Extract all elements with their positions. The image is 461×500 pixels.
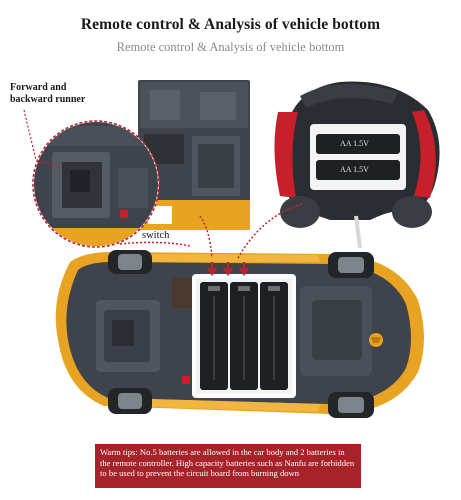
wheel-rear-left xyxy=(328,252,374,278)
car-underside xyxy=(55,250,424,418)
car-battery-compartment xyxy=(192,274,296,398)
page-subtitle: Remote control & Analysis of vehicle bot… xyxy=(116,40,345,54)
remote-battery-label-1: AA 1.5V xyxy=(340,139,369,148)
zoom-circle-runner xyxy=(32,120,160,248)
page-title: Remote control & Analysis of vehicle bot… xyxy=(80,16,381,33)
remote-controller xyxy=(274,81,440,249)
wheel-front-right xyxy=(108,388,152,414)
wheel-rear-right xyxy=(328,392,374,418)
remote-battery-compartment xyxy=(310,124,406,190)
callout-forward-runner: Forward and backward runner xyxy=(10,82,86,105)
switch-marker xyxy=(182,376,190,384)
callout-switch: switch xyxy=(142,230,170,241)
remote-battery-label-2: AA 1.5V xyxy=(340,165,369,174)
warning-box: Warm tips: No.5 batteries are allowed in… xyxy=(95,444,361,488)
wheel-front-left xyxy=(108,250,152,274)
